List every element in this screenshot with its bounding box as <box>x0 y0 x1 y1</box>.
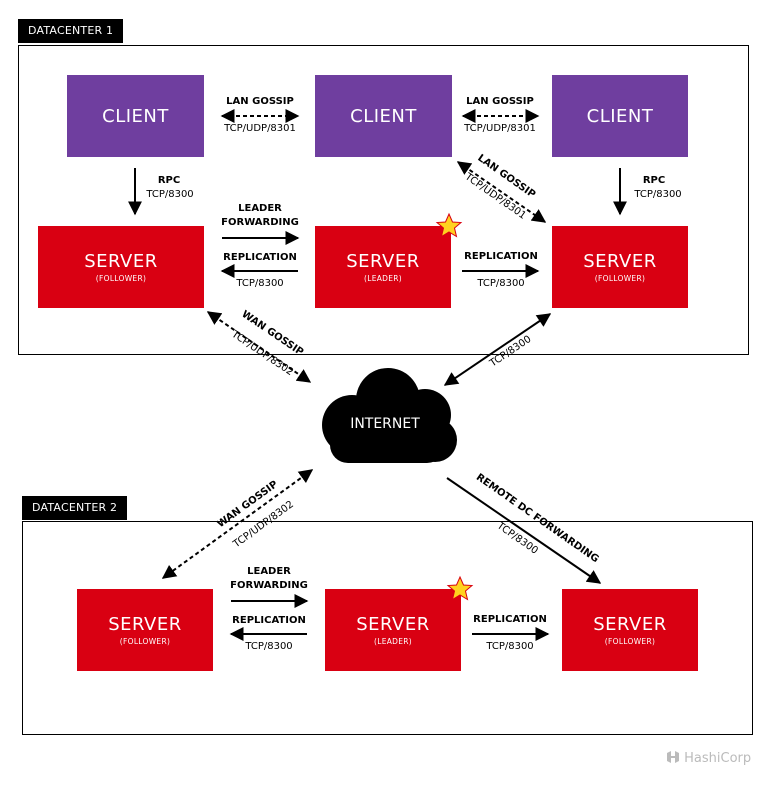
datacenter-2-frame <box>22 521 753 735</box>
datacenter-2-title: DATACENTER 2 <box>22 496 128 520</box>
dc1-leader-star-icon <box>435 212 463 238</box>
hashicorp-brand: HashiCorp <box>666 750 751 766</box>
dc1-replication-left-port: TCP/8300 <box>236 278 284 289</box>
lan-gossip-port-1: TCP/UDP/8301 <box>224 123 296 134</box>
server-label: SERVER <box>356 614 430 635</box>
dc1-client-1[interactable]: CLIENT <box>67 75 204 157</box>
dc1-client-2[interactable]: CLIENT <box>315 75 452 157</box>
server-role: (LEADER) <box>363 274 403 283</box>
dc1-leader-forwarding-label: LEADER FORWARDING <box>221 203 299 228</box>
rpc-port-left: TCP/8300 <box>146 189 194 200</box>
server-label: SERVER <box>108 614 182 635</box>
client-label: CLIENT <box>350 105 417 127</box>
server-role: (FOLLOWER) <box>95 274 147 283</box>
dc1-replication-left-label: REPLICATION <box>223 252 297 263</box>
rpc-port-right: TCP/8300 <box>634 189 682 200</box>
dc2-leader-forwarding-label: LEADER FORWARDING <box>230 566 308 591</box>
datacenter-1-frame <box>18 45 749 355</box>
dc1-replication-right-port: TCP/8300 <box>477 278 525 289</box>
datacenter-1-title: DATACENTER 1 <box>18 19 124 43</box>
brand-name: HashiCorp <box>684 751 752 766</box>
internet-label: INTERNET <box>350 416 420 432</box>
remote-dc-forwarding-arrow <box>446 477 602 584</box>
internet-cloud-icon <box>322 368 457 463</box>
dc1-server-leader[interactable]: SERVER (LEADER) <box>315 226 451 308</box>
rpc-label-left: RPC <box>157 175 181 186</box>
server-label: SERVER <box>593 614 667 635</box>
dc2-replication-right-port: TCP/8300 <box>486 641 534 652</box>
server-label: SERVER <box>583 251 657 272</box>
lan-gossip-port-2: TCP/UDP/8301 <box>464 123 536 134</box>
hashicorp-logo-icon <box>667 751 679 763</box>
dc2-server-follower-2[interactable]: SERVER (FOLLOWER) <box>562 589 698 671</box>
dc1-client-3[interactable]: CLIENT <box>552 75 688 157</box>
lan-gossip-diagonal-arrow <box>456 161 547 223</box>
server-role: (LEADER) <box>373 637 413 646</box>
server-role: (FOLLOWER) <box>119 637 171 646</box>
dc2-replication-left-port: TCP/8300 <box>245 641 293 652</box>
dc1-server-follower-2[interactable]: SERVER (FOLLOWER) <box>552 226 688 308</box>
wan-gossip-dc2-arrow <box>161 469 314 579</box>
server-label: SERVER <box>84 251 158 272</box>
dc2-server-leader[interactable]: SERVER (LEADER) <box>325 589 461 671</box>
dc1-server-follower-1[interactable]: SERVER (FOLLOWER) <box>38 226 204 308</box>
dc1-replication-right-label: REPLICATION <box>464 251 538 262</box>
client-label: CLIENT <box>102 105 169 127</box>
server-role: (FOLLOWER) <box>594 274 646 283</box>
server-role: (FOLLOWER) <box>604 637 656 646</box>
dc1-follower-internet-arrow <box>443 313 552 386</box>
lan-gossip-label-2: LAN GOSSIP <box>466 96 534 107</box>
rpc-label-right: RPC <box>642 175 666 186</box>
dc2-leader-star-icon <box>446 575 474 601</box>
dc2-server-follower-1[interactable]: SERVER (FOLLOWER) <box>77 589 213 671</box>
client-label: CLIENT <box>586 105 654 127</box>
dc2-replication-left-label: REPLICATION <box>232 615 306 626</box>
server-label: SERVER <box>346 251 420 272</box>
lan-gossip-label-1: LAN GOSSIP <box>226 96 294 107</box>
dc2-replication-right-label: REPLICATION <box>473 614 547 625</box>
